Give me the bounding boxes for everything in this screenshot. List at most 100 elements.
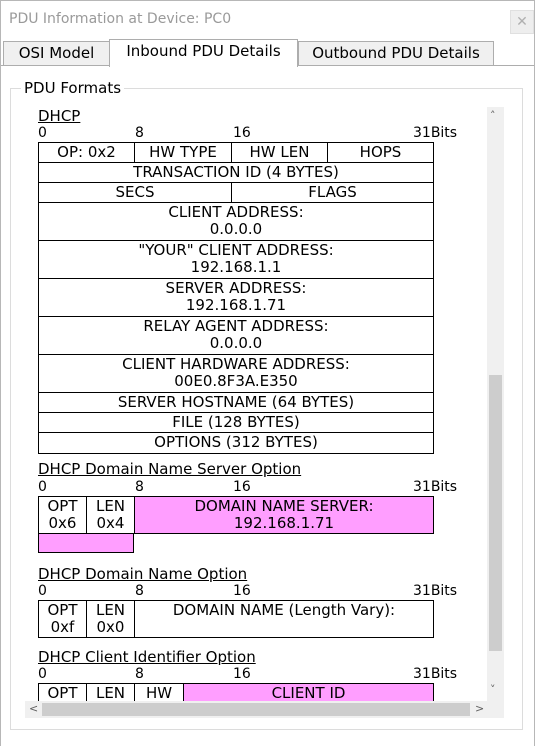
domain-name-field: DOMAIN NAME (Length Vary): xyxy=(135,601,433,637)
opt-field: OPT 0x6 xyxy=(39,497,87,533)
your-client-address-value: 192.168.1.1 xyxy=(190,258,282,276)
bit-16: 16 xyxy=(233,125,251,141)
bit-31: 31Bits xyxy=(413,479,458,495)
len-value: 0x4 xyxy=(96,514,125,532)
client-address-label: CLIENT ADDRESS: xyxy=(168,203,304,221)
scroll-right-icon[interactable]: > xyxy=(475,702,485,715)
client-id-field: CLIENT ID xyxy=(184,684,433,701)
server-address-label: SERVER ADDRESS: xyxy=(165,279,307,297)
scroll-corner xyxy=(487,701,504,718)
client-id-option-table: OPT LEN HW CLIENT ID xyxy=(38,683,434,701)
len-field: LEN 0x4 xyxy=(87,497,135,533)
tab-bar: OSI Model Inbound PDU Details Outbound P… xyxy=(1,39,534,67)
vertical-scroll-thumb[interactable] xyxy=(489,375,502,651)
bit-0: 0 xyxy=(38,479,47,495)
bit-16: 16 xyxy=(233,479,251,495)
opt-label: OPT xyxy=(47,497,78,515)
dhcp-title: DHCP xyxy=(38,107,81,125)
bit-8: 8 xyxy=(135,666,144,682)
hops-field: HOPS xyxy=(359,143,402,161)
table-row: OP: 0x2 HW TYPE HW LEN HOPS xyxy=(39,143,433,163)
scroll-up-icon[interactable]: ˄ xyxy=(490,109,496,122)
opt-label: OPT xyxy=(47,601,78,619)
table-row: CLIENT HARDWARE ADDRESS: 00E0.8F3A.E350 xyxy=(39,355,433,393)
client-address-field: CLIENT ADDRESS: 0.0.0.0 xyxy=(39,203,433,240)
options-field: OPTIONS (312 BYTES) xyxy=(154,433,318,451)
bit-0: 0 xyxy=(38,583,47,599)
group-title: PDU Formats xyxy=(21,79,125,97)
op-field: OP: 0x2 xyxy=(39,143,135,162)
domain-name-server-field: DOMAIN NAME SERVER: 192.168.1.71 xyxy=(135,497,433,533)
domain-name-label: DOMAIN NAME (Length Vary): xyxy=(172,601,396,619)
len-label: LEN xyxy=(95,601,126,619)
table-row: RELAY AGENT ADDRESS: 0.0.0.0 xyxy=(39,317,433,355)
close-icon: ✕ xyxy=(516,14,528,30)
transaction-id-field: TRANSACTION ID (4 BYTES) xyxy=(133,163,339,181)
bit-8: 8 xyxy=(135,583,144,599)
client-hw-address-field: CLIENT HARDWARE ADDRESS: 00E0.8F3A.E350 xyxy=(39,355,433,392)
client-hw-address-value: 00E0.8F3A.E350 xyxy=(174,372,298,390)
table-row: SERVER HOSTNAME (64 BYTES) xyxy=(39,393,433,413)
opt-value: 0xf xyxy=(50,618,75,636)
server-address-value: 192.168.1.71 xyxy=(185,296,287,314)
bit-8: 8 xyxy=(135,479,144,495)
bit-0: 0 xyxy=(38,125,47,141)
bit-31: 31Bits xyxy=(413,125,458,141)
client-id-option-title: DHCP Client Identifier Option xyxy=(38,648,256,666)
table-row: OPT LEN HW CLIENT ID xyxy=(39,684,433,701)
file-field: FILE (128 BYTES) xyxy=(172,413,300,431)
your-client-address-label: "YOUR" CLIENT ADDRESS: xyxy=(138,241,334,259)
dns-option-table: OPT 0x6 LEN 0x4 DOMAIN NAME SERVER: 192.… xyxy=(38,496,434,534)
secs-field: SECS xyxy=(39,183,232,202)
domain-name-option-table: OPT 0xf LEN 0x0 DOMAIN NAME (Length Vary… xyxy=(38,600,434,638)
len-label: LEN xyxy=(95,497,126,515)
opt-field: OPT 0xf xyxy=(39,601,87,637)
table-row: SERVER ADDRESS: 192.168.1.71 xyxy=(39,279,433,317)
domain-name-server-label: DOMAIN NAME SERVER: xyxy=(194,497,374,515)
bit-8: 8 xyxy=(135,125,144,141)
flags-field: FLAGS xyxy=(308,183,357,201)
client-address-value: 0.0.0.0 xyxy=(209,220,263,238)
len-value: 0x0 xyxy=(96,618,125,636)
bit-16: 16 xyxy=(233,666,251,682)
dns-option-title: DHCP Domain Name Server Option xyxy=(38,460,302,478)
bit-ruler: 0 8 16 31Bits xyxy=(38,666,463,682)
len-field: LEN xyxy=(87,684,135,701)
table-row: OPT 0xf LEN 0x0 DOMAIN NAME (Length Vary… xyxy=(39,601,433,637)
bit-ruler: 0 8 16 31Bits xyxy=(38,583,463,599)
scroll-left-icon[interactable]: < xyxy=(29,702,39,715)
dns-continuation-field xyxy=(38,533,134,553)
tab-inbound-pdu-details[interactable]: Inbound PDU Details xyxy=(109,39,298,67)
server-hostname-field: SERVER HOSTNAME (64 BYTES) xyxy=(117,393,355,411)
scroll-down-icon[interactable]: ˅ xyxy=(490,683,496,696)
tab-outbound-pdu-details[interactable]: Outbound PDU Details xyxy=(298,41,494,65)
dhcp-header-table: OP: 0x2 HW TYPE HW LEN HOPS TRANSACTION … xyxy=(38,142,434,454)
relay-agent-label: RELAY AGENT ADDRESS: xyxy=(143,317,329,335)
relay-agent-field: RELAY AGENT ADDRESS: 0.0.0.0 xyxy=(39,317,433,354)
window-title: PDU Information at Device: PC0 xyxy=(9,11,232,27)
len-field: LEN 0x0 xyxy=(87,601,135,637)
table-row: OPT 0x6 LEN 0x4 DOMAIN NAME SERVER: 192.… xyxy=(39,497,433,533)
your-client-address-field: "YOUR" CLIENT ADDRESS: 192.168.1.1 xyxy=(39,241,433,278)
tab-panel: PDU Formats DHCP 0 8 16 31Bits OP: 0x2 H… xyxy=(1,65,534,746)
vertical-scrollbar[interactable]: ˄ ˅ xyxy=(487,107,504,701)
bit-ruler: 0 8 16 31Bits xyxy=(38,479,463,495)
bit-31: 31Bits xyxy=(413,583,458,599)
close-button[interactable]: ✕ xyxy=(510,10,534,34)
table-row: OPTIONS (312 BYTES) xyxy=(39,433,433,453)
pdu-scroll-viewport[interactable]: DHCP 0 8 16 31Bits OP: 0x2 HW TYPE HW LE… xyxy=(25,107,487,701)
horizontal-scrollbar[interactable]: < > xyxy=(25,701,487,718)
title-bar: PDU Information at Device: PC0 ✕ xyxy=(1,1,534,37)
horizontal-scroll-thumb[interactable] xyxy=(42,703,470,716)
table-row: "YOUR" CLIENT ADDRESS: 192.168.1.1 xyxy=(39,241,433,279)
hw-field: HW xyxy=(135,684,184,701)
hw-len-field: HW LEN xyxy=(232,143,328,162)
bit-0: 0 xyxy=(38,666,47,682)
hw-type-field: HW TYPE xyxy=(135,143,232,162)
table-row: CLIENT ADDRESS: 0.0.0.0 xyxy=(39,203,433,241)
table-row: FILE (128 BYTES) xyxy=(39,413,433,433)
domain-name-option-title: DHCP Domain Name Option xyxy=(38,565,248,583)
tab-osi-model[interactable]: OSI Model xyxy=(3,41,110,65)
relay-agent-value: 0.0.0.0 xyxy=(209,334,263,352)
pdu-formats-group xyxy=(10,88,523,730)
